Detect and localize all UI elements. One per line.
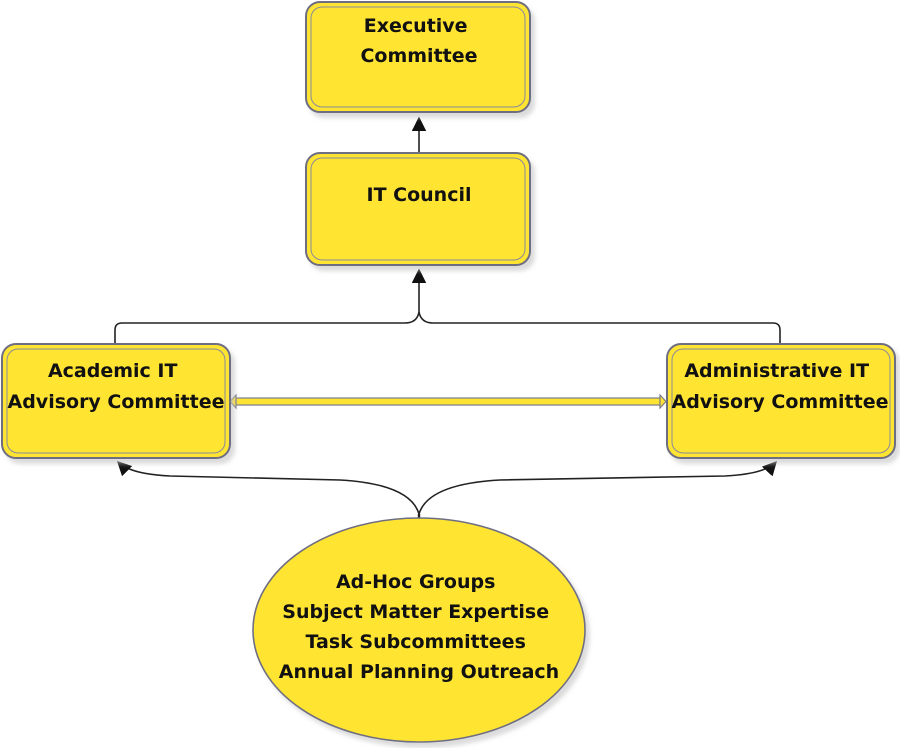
node-executive-committee[interactable]	[305, 1, 531, 113]
peer-link-end-right	[659, 393, 667, 410]
connectors	[114, 116, 781, 518]
node-executive-committee-label: Executive Committee	[360, 15, 477, 67]
node-it-council[interactable]	[305, 152, 531, 266]
edge-adhoc-to-academic	[116, 460, 420, 515]
edge-academic-to-it-council	[114, 311, 420, 344]
peer-link-end-left	[229, 393, 237, 410]
edge-administrative-to-it-council	[418, 311, 781, 344]
node-administrative-it-advisory[interactable]	[666, 343, 896, 459]
node-administrative-it-advisory-label: Administrative IT Advisory Committee	[672, 360, 889, 413]
node-ad-hoc-groups[interactable]	[252, 517, 586, 743]
edge-adhoc-to-administrative	[418, 460, 777, 515]
node-it-council-label: IT Council	[367, 184, 472, 206]
node-academic-it-advisory[interactable]	[1, 343, 231, 459]
node-ad-hoc-groups-label: Ad-Hoc Groups Subject Matter Expertise T…	[279, 571, 559, 683]
peer-link	[229, 393, 667, 410]
node-academic-it-advisory-label: Academic IT Advisory Committee	[8, 360, 225, 413]
